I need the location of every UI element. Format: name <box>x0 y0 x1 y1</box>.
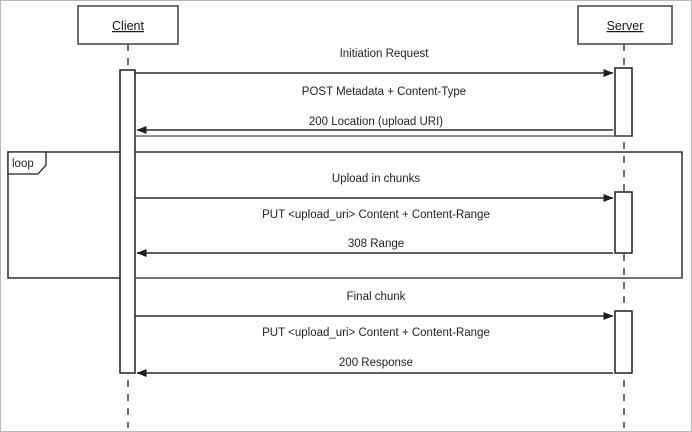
loop-fragment-label: loop <box>12 158 34 170</box>
actor-box-client[interactable] <box>77 5 179 45</box>
note-initiation-request: Initiation Request <box>340 48 430 60</box>
activation-bar-server-final <box>614 310 633 374</box>
message-label-put-chunk: PUT <upload_uri> Content + Content-Range <box>262 209 490 221</box>
activation-bar-server-chunk <box>614 191 633 254</box>
activation-bar-client <box>119 69 136 374</box>
message-label-post-metadata: POST Metadata + Content-Type <box>302 86 466 98</box>
activation-bar-server-initiation <box>614 67 633 137</box>
message-label-308-range: 308 Range <box>348 238 404 250</box>
actor-box-server[interactable] <box>577 5 673 45</box>
actor-label-server: Server <box>607 19 644 33</box>
message-label-200-response: 200 Response <box>339 357 413 369</box>
message-label-200-location: 200 Location (upload URI) <box>309 116 443 128</box>
message-label-put-final-chunk: PUT <upload_uri> Content + Content-Range <box>262 327 490 339</box>
actor-label-client: Client <box>112 19 144 33</box>
loop-fragment-tab <box>7 151 47 175</box>
note-final-chunk: Final chunk <box>347 291 406 303</box>
note-upload-in-chunks: Upload in chunks <box>332 173 420 185</box>
